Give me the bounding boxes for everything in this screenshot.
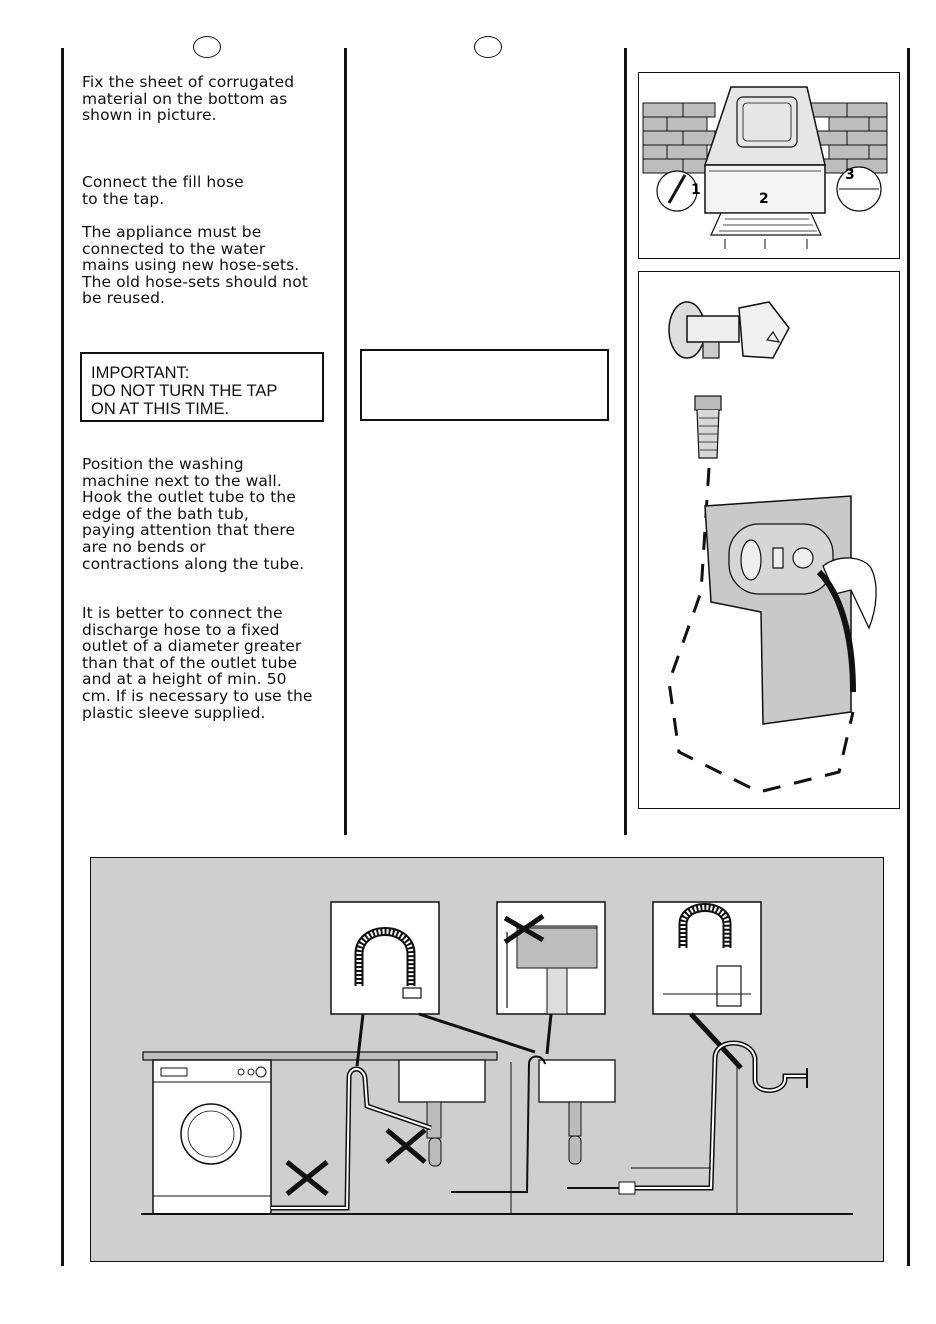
important-warning-box: IMPORTANT: DO NOT TURN THE TAP ON AT THI… — [80, 352, 324, 422]
wrong-mark-floor — [285, 1160, 329, 1196]
paragraph-corrugated-sheet: Fix the sheet of corrugated material on … — [82, 73, 295, 125]
figure-fill-hose-tap — [638, 271, 900, 809]
wrong-mark-low-drain — [385, 1128, 427, 1164]
right-margin-rule — [907, 48, 910, 1266]
inset-correct-height — [652, 901, 762, 1015]
column-divider-1 — [344, 48, 347, 835]
left-margin-rule — [61, 48, 64, 1266]
figure-drain-installation — [90, 857, 884, 1262]
machine-bottom-illustration: 1 2 3 — [642, 86, 888, 249]
language-marker-middle — [474, 36, 502, 58]
middle-empty-box — [360, 349, 609, 421]
inset-correct-hose-bend — [330, 901, 440, 1015]
paragraph-connect-fill-hose: Connect the fill hose to the tap. — [82, 173, 244, 208]
paragraph-discharge-hose: It is better to connect the discharge ho… — [82, 604, 313, 722]
callout-1: 1 — [691, 182, 701, 198]
callout-3: 3 — [845, 167, 855, 183]
column-divider-2 — [624, 48, 627, 835]
callout-2: 2 — [759, 191, 769, 207]
paragraph-position-machine: Position the washing machine next to the… — [82, 455, 305, 573]
fill-hose-illustration — [667, 301, 877, 794]
paragraph-new-hose-sets: The appliance must be connected to the w… — [82, 223, 308, 308]
language-marker-left — [193, 36, 221, 58]
drain-installation-illustration — [141, 901, 853, 1215]
figure-machine-bottom: 1 2 3 — [638, 72, 900, 259]
